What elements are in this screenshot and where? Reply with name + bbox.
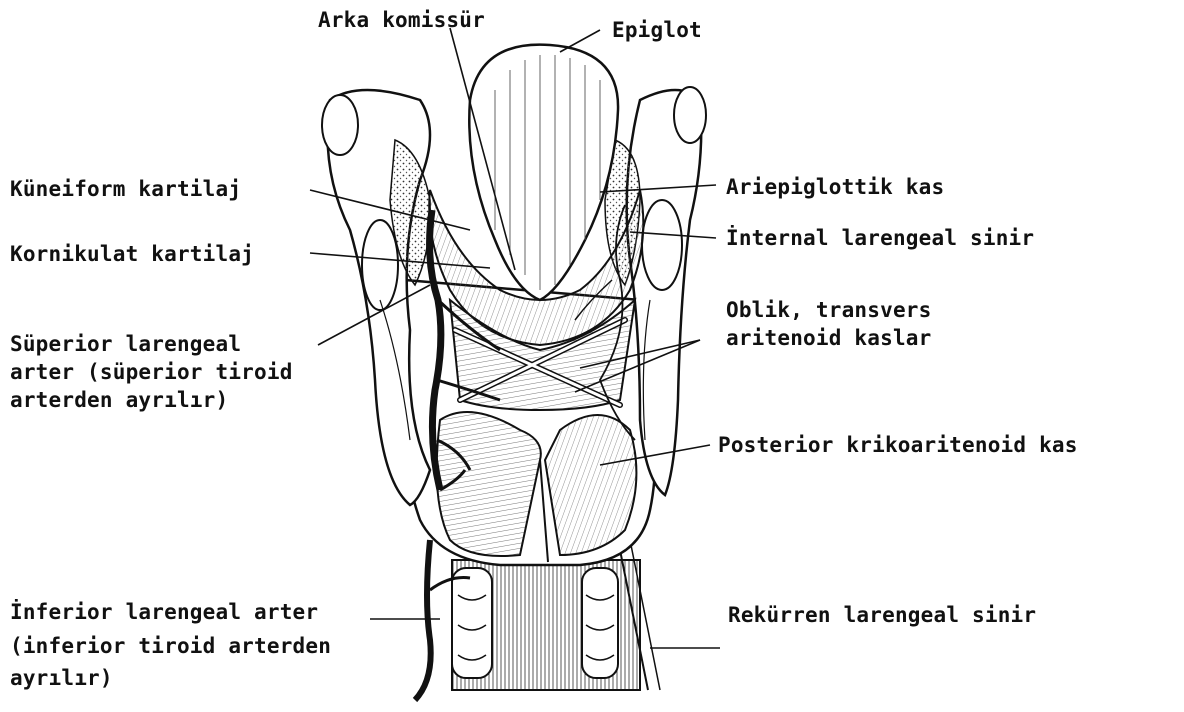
label-superior-arter-line3: arterden ayrılır) [10, 386, 228, 414]
label-oblik-line2: aritenoid kaslar [726, 324, 932, 352]
label-rekurren-larengeal-sinir: Rekürren larengeal sinir [728, 601, 1036, 629]
label-arka-komissur: Arka komissür [318, 6, 485, 34]
label-posterior-krikoaritenoid-kas: Posterior krikoaritenoid kas [718, 431, 1078, 459]
label-inferior-arter-line1: İnferior larengeal arter [10, 598, 318, 626]
label-superior-arter-line2: arter (süperior tiroid [10, 358, 293, 386]
label-ariepiglottik-kas: Ariepiglottik kas [726, 173, 944, 201]
label-kuneiform-kartilaj: Küneiform kartilaj [10, 175, 241, 203]
label-oblik-line1: Oblik, transvers [726, 296, 932, 324]
label-kornikulat-kartilaj: Kornikulat kartilaj [10, 240, 254, 268]
label-inferior-arter-line3: ayrılır) [10, 664, 113, 692]
label-inferior-arter-line2: (inferior tiroid arterden [10, 632, 331, 660]
epiglottis [469, 45, 618, 300]
label-internal-larengeal-sinir: İnternal larengeal sinir [726, 224, 1034, 252]
label-superior-arter-line1: Süperior larengeal [10, 330, 241, 358]
label-epiglot: Epiglot [612, 16, 702, 44]
